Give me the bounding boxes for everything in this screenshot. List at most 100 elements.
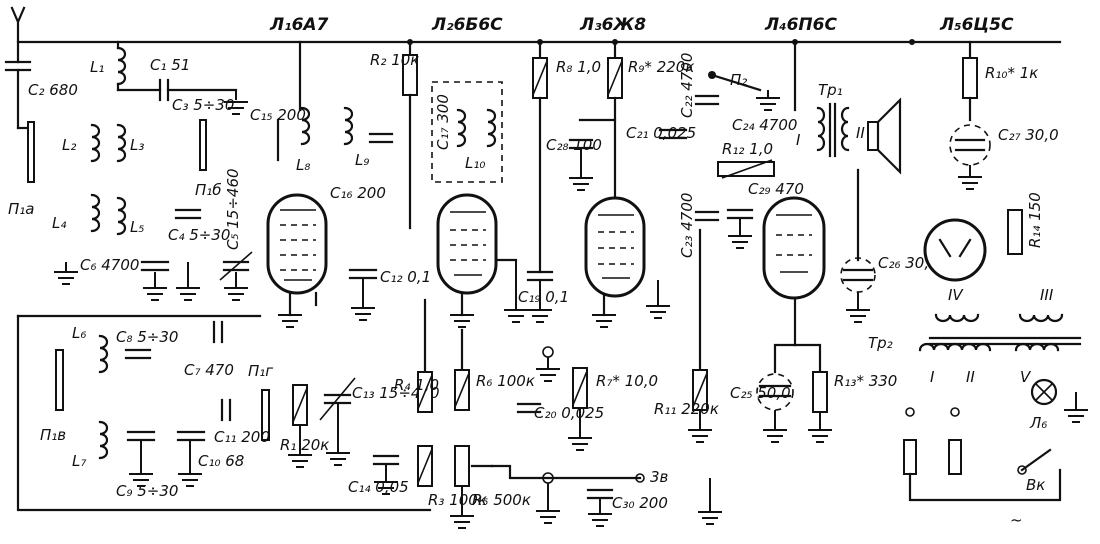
- r5-label: R₅ 500к: [472, 491, 531, 509]
- switch-p1b: П₁б: [195, 119, 222, 199]
- coil-l3: L₃: [116, 123, 144, 163]
- resistor-r12: R₁₂ 1,0: [717, 140, 775, 179]
- r8-label: R₈ 1,0: [556, 58, 601, 76]
- coil-l9: L₉: [343, 106, 369, 169]
- resistor-r4: R₄ 1,0: [394, 298, 439, 413]
- capacitor-c20: C₂₀ 0,025: [516, 402, 604, 422]
- winding-i-label: I: [796, 131, 801, 149]
- r10-label: R₁₀* 1к: [985, 64, 1038, 82]
- c29-label: C₂₉ 470: [748, 180, 804, 198]
- r1-label: R₁ 20к: [280, 436, 329, 454]
- terminal-3v-label: 3в: [650, 468, 669, 486]
- p1v-label: П₁в: [40, 426, 66, 444]
- c21-label: C₂₁ 0,025: [626, 124, 696, 142]
- l10-label: L₁₀: [465, 154, 485, 172]
- l4-label: L₄: [52, 214, 66, 232]
- resistor-r9: R₉* 220к: [607, 40, 694, 207]
- coil-l2: L₂: [62, 123, 101, 163]
- mains-label: ~: [1010, 511, 1023, 529]
- c28-label: C₂₈ 100: [546, 136, 602, 154]
- resistor-r3: R₃ 100к: [417, 445, 487, 509]
- c5-label: C₅ 15÷460: [224, 168, 242, 250]
- coil-l4: L₄: [52, 193, 101, 233]
- transformer-tp2: IV III I II V Тр₂ Л₆ Вк ~: [868, 286, 1088, 529]
- l6-label: L₆: [72, 324, 86, 342]
- c11-label: C₁₁ 200: [214, 428, 270, 446]
- winding-ii-label: II: [856, 124, 865, 142]
- winding-i2-label: I: [930, 368, 935, 386]
- c1-label: C₁ 51: [150, 56, 190, 74]
- capacitor-c15: C₁₅ 200: [250, 106, 306, 162]
- resistor-r6: R₆ 100к: [454, 328, 535, 411]
- tube-l3-label: Л₃6Ж8: [579, 15, 646, 35]
- coil-l1: L₁: [90, 40, 127, 92]
- c25-label: C₂₅ 50,0: [730, 384, 791, 402]
- capacitor-c28: C₂₈ 100: [546, 118, 617, 191]
- p1b-label: П₁б: [195, 181, 222, 199]
- c10-label: C₁₀ 68: [198, 452, 244, 470]
- l3-label: L₃: [130, 136, 144, 154]
- c9-label: C₉ 5÷30: [116, 482, 178, 500]
- tube-l5-label: Л₅6Ц5С: [939, 15, 1014, 35]
- r7-label: R₇* 10,0: [596, 372, 658, 390]
- tp2-label: Тр₂: [868, 334, 893, 352]
- switch-label: Вк: [1026, 476, 1045, 494]
- c17-label: C₁₇ 300: [434, 94, 452, 150]
- capacitor-c3: C₃ 5÷30: [172, 90, 248, 115]
- c6-label: C₆ 4700: [80, 256, 139, 274]
- c7-label: C₇ 470: [184, 361, 234, 379]
- c8-label: C₈ 5÷30: [116, 328, 178, 346]
- tube-l4-label: Л₄6П6С: [764, 15, 837, 35]
- c24-label: C₂₄ 4700: [732, 116, 797, 134]
- switch-p2: П₂: [708, 71, 780, 111]
- r4-label: R₄ 1,0: [394, 376, 439, 394]
- capacitor-c4: C₄ 5÷30: [168, 208, 230, 244]
- tube-l4: Л₄6П6С: [762, 15, 837, 347]
- p2-label: П₂: [730, 71, 747, 89]
- tube-l1: Л₁6А7: [266, 15, 329, 328]
- lamp-label: Л₆: [1029, 414, 1047, 432]
- tube-l1-label: Л₁6А7: [269, 15, 329, 35]
- winding-ii2-label: II: [966, 368, 975, 386]
- winding-iii-label: III: [1040, 286, 1054, 304]
- transformer-tp1: I II Тр₁: [796, 81, 902, 175]
- capacitor-c6: C₆ 4700: [80, 256, 170, 274]
- capacitor-c14: C₁₄ 0,05: [348, 454, 409, 496]
- c3-label: C₃ 5÷30: [172, 96, 234, 114]
- resistor-r5: R₅ 500к: [450, 445, 531, 529]
- l8-label: L₈: [296, 156, 310, 174]
- resistor-r7: R₇* 10,0: [536, 346, 658, 451]
- capacitor-c16: C₁₆ 200: [330, 132, 394, 202]
- l5-label: L₅: [130, 218, 144, 236]
- r11-label: R₁₁ 220к: [654, 400, 719, 418]
- r3-label: R₃ 100к: [428, 491, 487, 509]
- capacitor-c5: C₅ 15÷460: [219, 168, 253, 281]
- c26-label: C₂₆ 30,0: [878, 254, 939, 272]
- winding-iv-label: IV: [948, 286, 964, 304]
- resistor-r1: R₁ 20к: [280, 384, 329, 468]
- c16-label: C₁₆ 200: [330, 184, 386, 202]
- r12-label: R₁₂ 1,0: [722, 140, 773, 158]
- l1-label: L₁: [90, 58, 104, 76]
- c30-label: C₃₀ 200: [612, 494, 668, 512]
- resistor-r2: R₂ 10к: [370, 40, 419, 230]
- capacitor-c26: C₂₆ 30,0: [840, 168, 939, 323]
- c4-label: C₄ 5÷30: [168, 226, 230, 244]
- p1a-label: П₁а: [8, 200, 34, 218]
- r2-label: R₂ 10к: [370, 51, 419, 69]
- resistor-r8: R₈ 1,0: [532, 40, 601, 274]
- l2-label: L₂: [62, 136, 76, 154]
- c23-label: C₂₃ 4700: [678, 193, 696, 258]
- antenna-input: C₂ 680 П₁а: [4, 6, 78, 218]
- coil-l8: L₈: [296, 106, 310, 174]
- capacitor-c19: C₁₉ 0,1: [518, 270, 569, 323]
- capacitor-c23: C₂₃ 4700: [678, 193, 720, 258]
- capacitor-c12: C₁₂ 0,1: [348, 268, 431, 321]
- sw-band-section: П₁в L₆ C₈ 5÷30 C₇ 470 П₁г L₇ C₉ 5÷30 C₁₀…: [16, 314, 432, 512]
- c12-label: C₁₂ 0,1: [380, 268, 431, 286]
- p1g-label: П₁г: [248, 362, 273, 380]
- grounds-left: [54, 262, 248, 301]
- capacitor-c22: C₂₂ 4700: [678, 53, 720, 118]
- coil-l5: L₅: [116, 196, 144, 236]
